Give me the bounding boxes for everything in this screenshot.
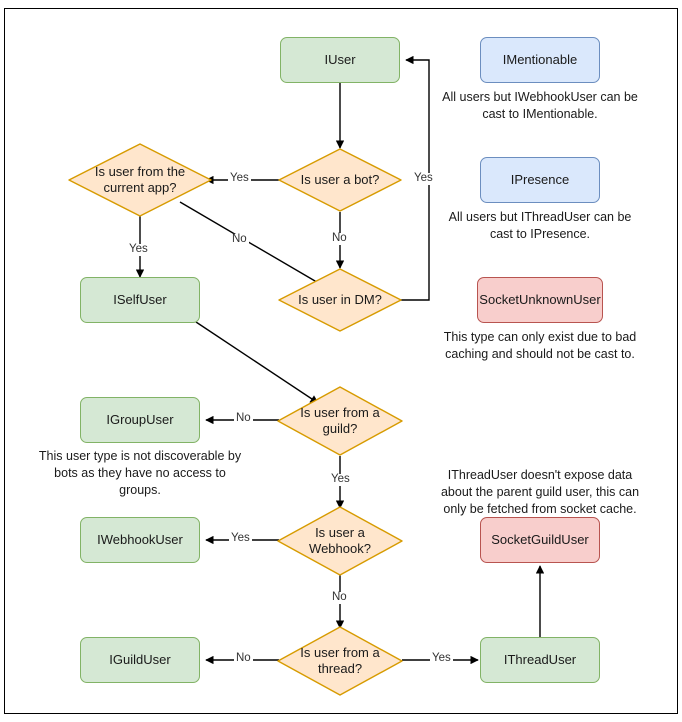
edge-label-iscurrentapp-no: No: [230, 233, 249, 246]
edge-label-iswebhook-no: No: [330, 591, 349, 604]
diamond-shape: [277, 626, 403, 696]
note-ithreaduser: IThreadUser doesn't expose data about th…: [440, 468, 640, 516]
node-is-user-a-bot-label: Is user a bot?: [300, 171, 380, 187]
edge-label-iscurrentapp-yes: Yes: [127, 243, 150, 256]
node-ithreaduser[interactable]: IThreadUser: [480, 637, 600, 683]
note-igroupuser: This user type is not discoverable by bo…: [38, 449, 242, 497]
diamond-shape: [278, 268, 402, 332]
edge-iselfuser-to-isguild: [195, 321, 319, 404]
node-is-user-a-webhook[interactable]: Is user a Webhook?: [277, 506, 403, 576]
node-iwebhookuser-label: IWebhookUser: [97, 531, 183, 547]
node-imentionable[interactable]: IMentionable: [480, 37, 600, 83]
node-iwebhookuser[interactable]: IWebhookUser: [80, 517, 200, 563]
node-iselfuser[interactable]: ISelfUser: [80, 277, 200, 323]
node-iguilduser[interactable]: IGuildUser: [80, 637, 200, 683]
node-igroupuser[interactable]: IGroupUser: [80, 397, 200, 443]
edge-label-isthread-yes: Yes: [430, 652, 453, 665]
node-is-user-a-bot[interactable]: Is user a bot?: [278, 148, 402, 212]
node-imentionable-label: IMentionable: [502, 51, 578, 67]
node-iuser-label: IUser: [324, 51, 356, 67]
node-ithreaduser-label: IThreadUser: [503, 651, 577, 667]
node-is-user-from-a-guild-label: Is user from a guild?: [300, 404, 380, 436]
edge-label-isbot-yes: Yes: [228, 172, 251, 185]
edge-iscurrentapp-no-to-isdm: [179, 201, 328, 289]
node-socketunknownuser-label: SocketUnknownUser: [479, 291, 601, 307]
diamond-shape: [277, 386, 403, 456]
node-is-user-in-dm[interactable]: Is user in DM?: [278, 268, 402, 332]
note-socketunknownuser: This type can only exist due to bad cach…: [443, 330, 637, 361]
node-iselfuser-label: ISelfUser: [113, 291, 167, 307]
node-igroupuser-label: IGroupUser: [106, 411, 174, 427]
edge-label-iswebhook-yes: Yes: [229, 532, 252, 545]
node-iuser[interactable]: IUser: [280, 37, 400, 83]
node-socketunknownuser[interactable]: SocketUnknownUser: [477, 277, 603, 323]
node-is-user-from-a-guild[interactable]: Is user from a guild?: [277, 386, 403, 456]
edge-label-isguild-yes: Yes: [329, 473, 352, 486]
node-socketguilduser-label: SocketGuildUser: [491, 531, 589, 547]
edge-label-isdm-yes: Yes: [412, 172, 435, 185]
note-ipresence: All users but IThreadUser can be cast to…: [448, 210, 632, 241]
edge-label-isguild-no: No: [234, 412, 253, 425]
node-iguilduser-label: IGuildUser: [109, 651, 171, 667]
diamond-shape: [68, 143, 212, 217]
edge-label-isbot-no: No: [330, 232, 349, 245]
edge-label-isthread-no: No: [234, 652, 253, 665]
node-socketguilduser[interactable]: SocketGuildUser: [480, 517, 600, 563]
node-is-user-from-a-thread[interactable]: Is user from a thread?: [277, 626, 403, 696]
node-is-user-from-current-app-label: Is user from the current app?: [94, 163, 186, 195]
node-is-user-a-webhook-label: Is user a Webhook?: [309, 524, 371, 556]
node-is-user-from-current-app[interactable]: Is user from the current app?: [68, 143, 212, 217]
node-is-user-from-a-thread-label: Is user from a thread?: [300, 644, 380, 676]
diamond-shape: [277, 506, 403, 576]
diamond-shape: [278, 148, 402, 212]
node-ipresence-label: IPresence: [510, 171, 570, 187]
node-ipresence[interactable]: IPresence: [480, 157, 600, 203]
node-is-user-in-dm-label: Is user in DM?: [298, 291, 382, 307]
note-imentionable: All users but IWebhookUser can be cast t…: [442, 90, 638, 121]
